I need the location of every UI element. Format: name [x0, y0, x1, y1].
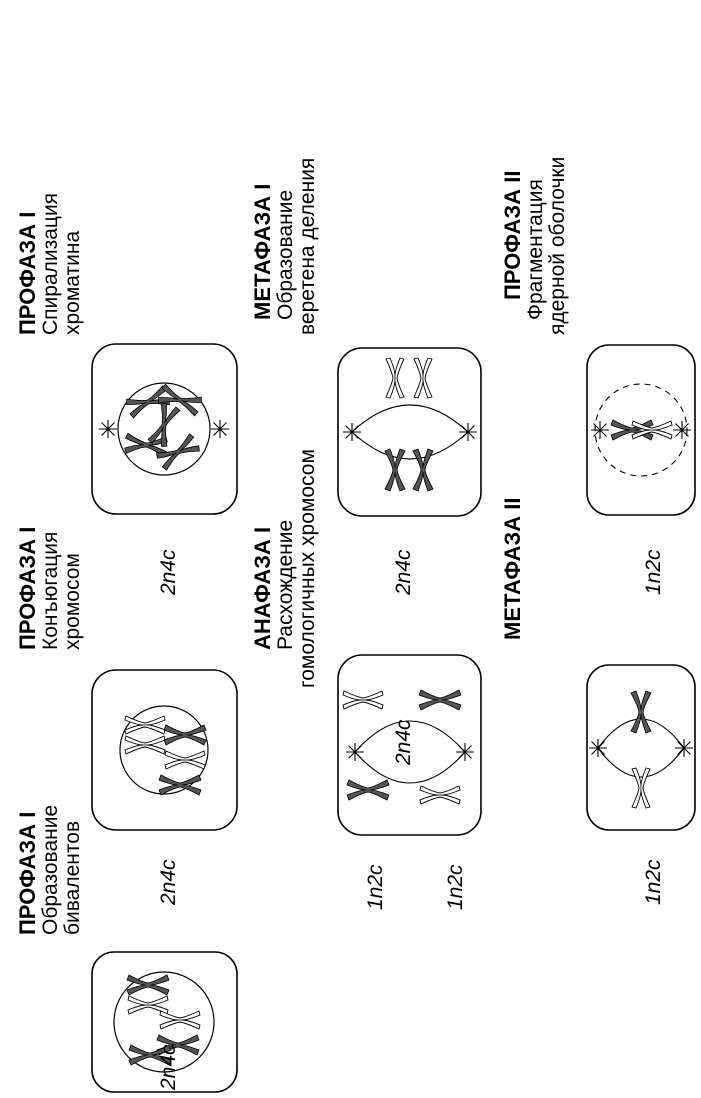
centriole-icon — [672, 420, 692, 440]
ploidy-label: 2n4c — [157, 859, 180, 906]
centriole-icon — [345, 742, 365, 762]
spindle — [351, 404, 469, 433]
ploidy-label: 1n2c — [642, 859, 665, 905]
stage-description-line1: Образование — [39, 805, 62, 935]
centriole-icon — [590, 420, 610, 440]
spindle — [351, 431, 469, 460]
spindle — [354, 751, 466, 784]
stage-metaphase2: МЕТАФАЗА II 1n2c — [500, 497, 696, 905]
stage-prophase2-fragmentation: ПРОФАЗА II Фрагментация ядерной оболочки… — [500, 157, 696, 595]
stage-title: МЕТАФАЗА II — [500, 497, 525, 640]
stage-anaphase1: АНАФАЗА I Расхождение гомологичных хромо… — [250, 449, 482, 910]
centriole-icon — [342, 422, 362, 442]
stage-title: ПРОФАЗА I — [15, 527, 40, 650]
stage-title: МЕТАФАЗА I — [250, 184, 275, 320]
nucleus-envelope — [117, 382, 211, 476]
stage-description-line2: хромосом — [61, 553, 84, 650]
centriole-icon — [98, 419, 118, 439]
nucleus-envelope — [113, 971, 215, 1073]
ploidy-label-left: 1n2c — [364, 864, 387, 910]
stage-description-line1: Спирализация — [39, 193, 62, 335]
cell-outline — [586, 344, 696, 516]
stage-description-line1: Конъюгация — [39, 532, 62, 650]
stage-description-line1: Фрагментация — [524, 179, 547, 320]
stage-description-line1: Образование — [274, 190, 297, 320]
stage-title: ПРОФАЗА I — [15, 812, 40, 935]
stage-description-line2: хроматина — [61, 231, 84, 335]
stage-prophase1-bivalents: ПРОФАЗА I Образование бивалентов 2n4c — [15, 805, 238, 1093]
stage-description-line2: ядерной оболочки — [546, 157, 569, 335]
ploidy-label-right: 1n2c — [444, 864, 467, 910]
centriole-icon — [210, 419, 230, 439]
centriole-icon — [674, 738, 694, 758]
stage-title: ПРОФАЗА I — [15, 212, 40, 335]
ploidy-label: 2n4c — [392, 549, 415, 596]
nucleus-envelope — [119, 705, 209, 795]
stage-title: АНАФАЗА I — [250, 527, 275, 650]
centriole-icon — [458, 422, 478, 442]
spindle — [597, 718, 685, 749]
centriole-icon — [588, 738, 608, 758]
stage-description-line2: бивалентов — [61, 821, 84, 935]
stage-prophase1-spiralization: ПРОФАЗА I Спирализация хроматина 2n4c — [15, 193, 238, 596]
ploidy-label: 2n4c — [157, 1044, 180, 1091]
stage-description-line2: гомологичных хромосом — [296, 449, 319, 688]
stage-prophase1-conjugation: ПРОФАЗА I Конъюгация хромосом 2n4c — [15, 527, 238, 906]
centriole-icon — [455, 742, 475, 762]
stage-title: ПРОФАЗА II — [500, 171, 525, 300]
ploidy-label: 2n4c — [157, 549, 180, 596]
inner-ploidy-label: 2n4c — [392, 719, 415, 766]
cell-outline — [337, 347, 482, 517]
stage-description-line1: Расхождение — [274, 520, 297, 650]
cell-outline — [586, 664, 696, 831]
spindle — [354, 720, 466, 753]
ploidy-label: 1n2c — [642, 549, 665, 595]
stage-metaphase1: МЕТАФАЗА I Образование веретена деления … — [250, 158, 482, 596]
stage-description-line2: веретена деления — [296, 158, 319, 335]
spindle — [597, 747, 685, 778]
